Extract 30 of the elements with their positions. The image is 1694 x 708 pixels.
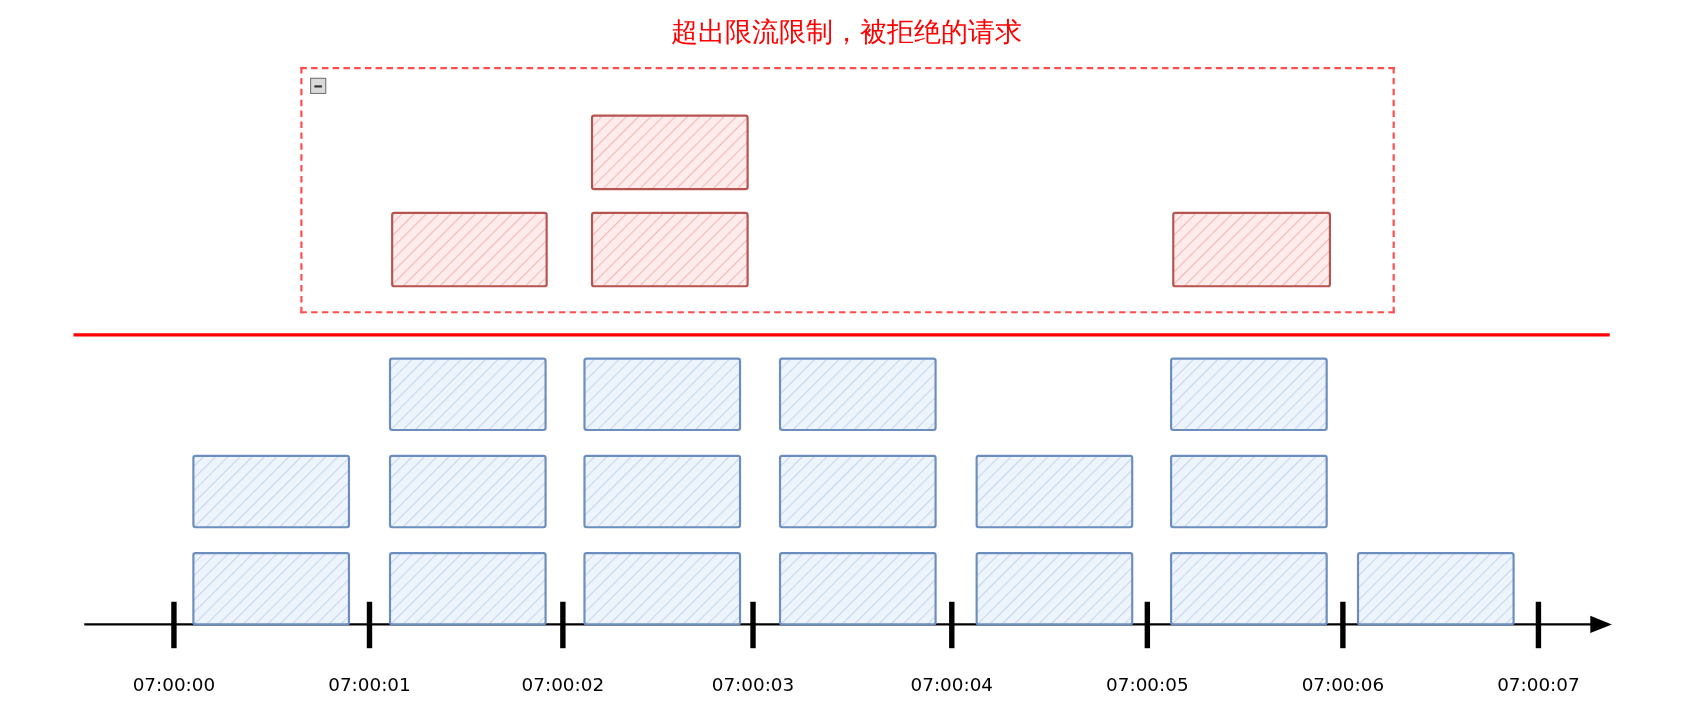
request-box bbox=[388, 357, 547, 432]
time-label: 07:00:07 bbox=[1497, 674, 1580, 696]
request-box bbox=[388, 454, 547, 529]
request-box bbox=[778, 552, 937, 626]
request-box bbox=[778, 357, 937, 432]
request-box bbox=[778, 454, 937, 529]
request-box bbox=[388, 552, 547, 626]
time-label: 07:00:02 bbox=[521, 674, 605, 696]
request-box bbox=[192, 454, 351, 529]
request-box bbox=[583, 552, 742, 626]
request-box bbox=[975, 552, 1134, 626]
request-box bbox=[1356, 552, 1515, 626]
rejected-request-box bbox=[1172, 211, 1331, 288]
request-box bbox=[1170, 357, 1328, 432]
time-label: 07:00:01 bbox=[328, 674, 411, 696]
rejected-request-box bbox=[590, 211, 749, 288]
time-label: 07:00:04 bbox=[910, 674, 994, 696]
rejected-request-box bbox=[391, 211, 548, 288]
frame-title: 超出限流限制，被拒绝的请求 bbox=[669, 15, 1023, 50]
request-box bbox=[975, 454, 1134, 529]
request-box bbox=[1170, 552, 1328, 626]
time-label: 07:00:06 bbox=[1301, 674, 1385, 696]
request-box bbox=[583, 357, 742, 432]
time-label: 07:00:00 bbox=[132, 674, 216, 696]
rejected-request-box bbox=[590, 114, 749, 191]
time-label: 07:00:05 bbox=[1106, 674, 1189, 696]
request-box bbox=[1170, 454, 1328, 529]
request-box bbox=[192, 552, 351, 626]
time-label: 07:00:03 bbox=[711, 674, 795, 696]
request-box bbox=[583, 454, 742, 529]
